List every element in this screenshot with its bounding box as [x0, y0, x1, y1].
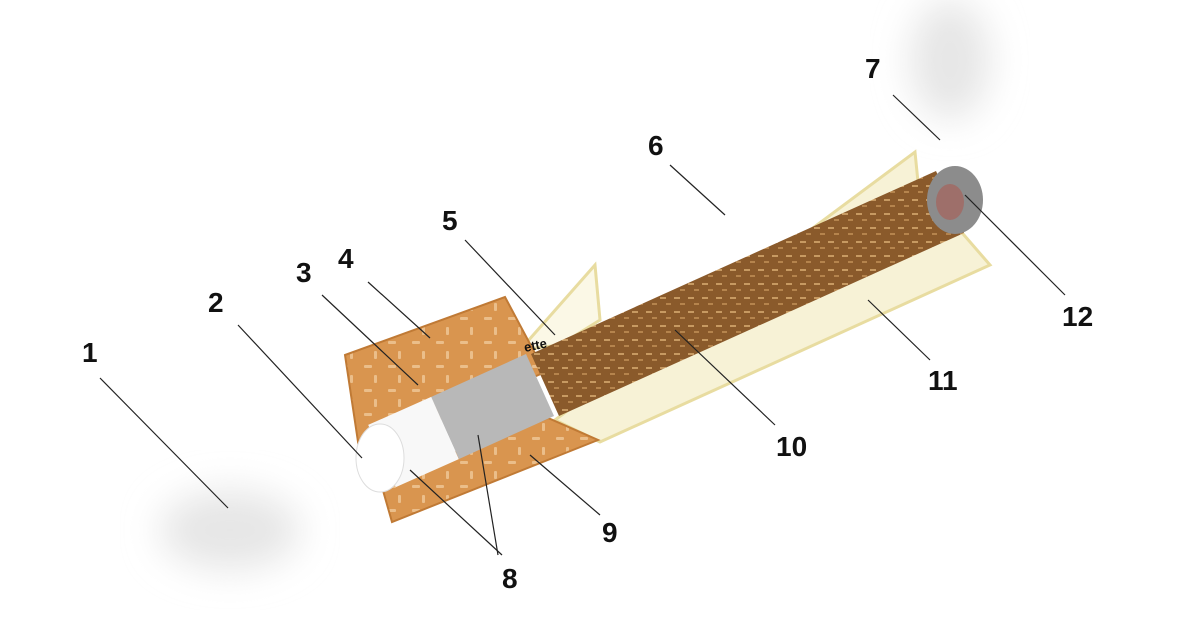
label-5: 5 [442, 205, 458, 236]
paper-print: ette [523, 335, 549, 354]
tobacco-rod [530, 171, 965, 416]
label-9: 9 [602, 517, 618, 548]
filter-end [355, 423, 405, 493]
filter-grey [430, 354, 555, 459]
paper-fold [516, 261, 602, 352]
label-6: 6 [648, 130, 664, 161]
leader-lines [99, 94, 1066, 556]
label-2: 2 [208, 287, 224, 318]
label-8: 8 [502, 563, 518, 594]
burning-tip [927, 166, 983, 234]
label-1: 1 [82, 337, 98, 368]
label-7: 7 [865, 53, 881, 84]
label-10: 10 [776, 431, 807, 462]
label-11: 11 [928, 365, 958, 396]
smoke [160, 0, 990, 570]
label-12: 12 [1062, 301, 1093, 332]
label-4: 4 [338, 243, 354, 274]
label-3: 3 [296, 257, 312, 288]
